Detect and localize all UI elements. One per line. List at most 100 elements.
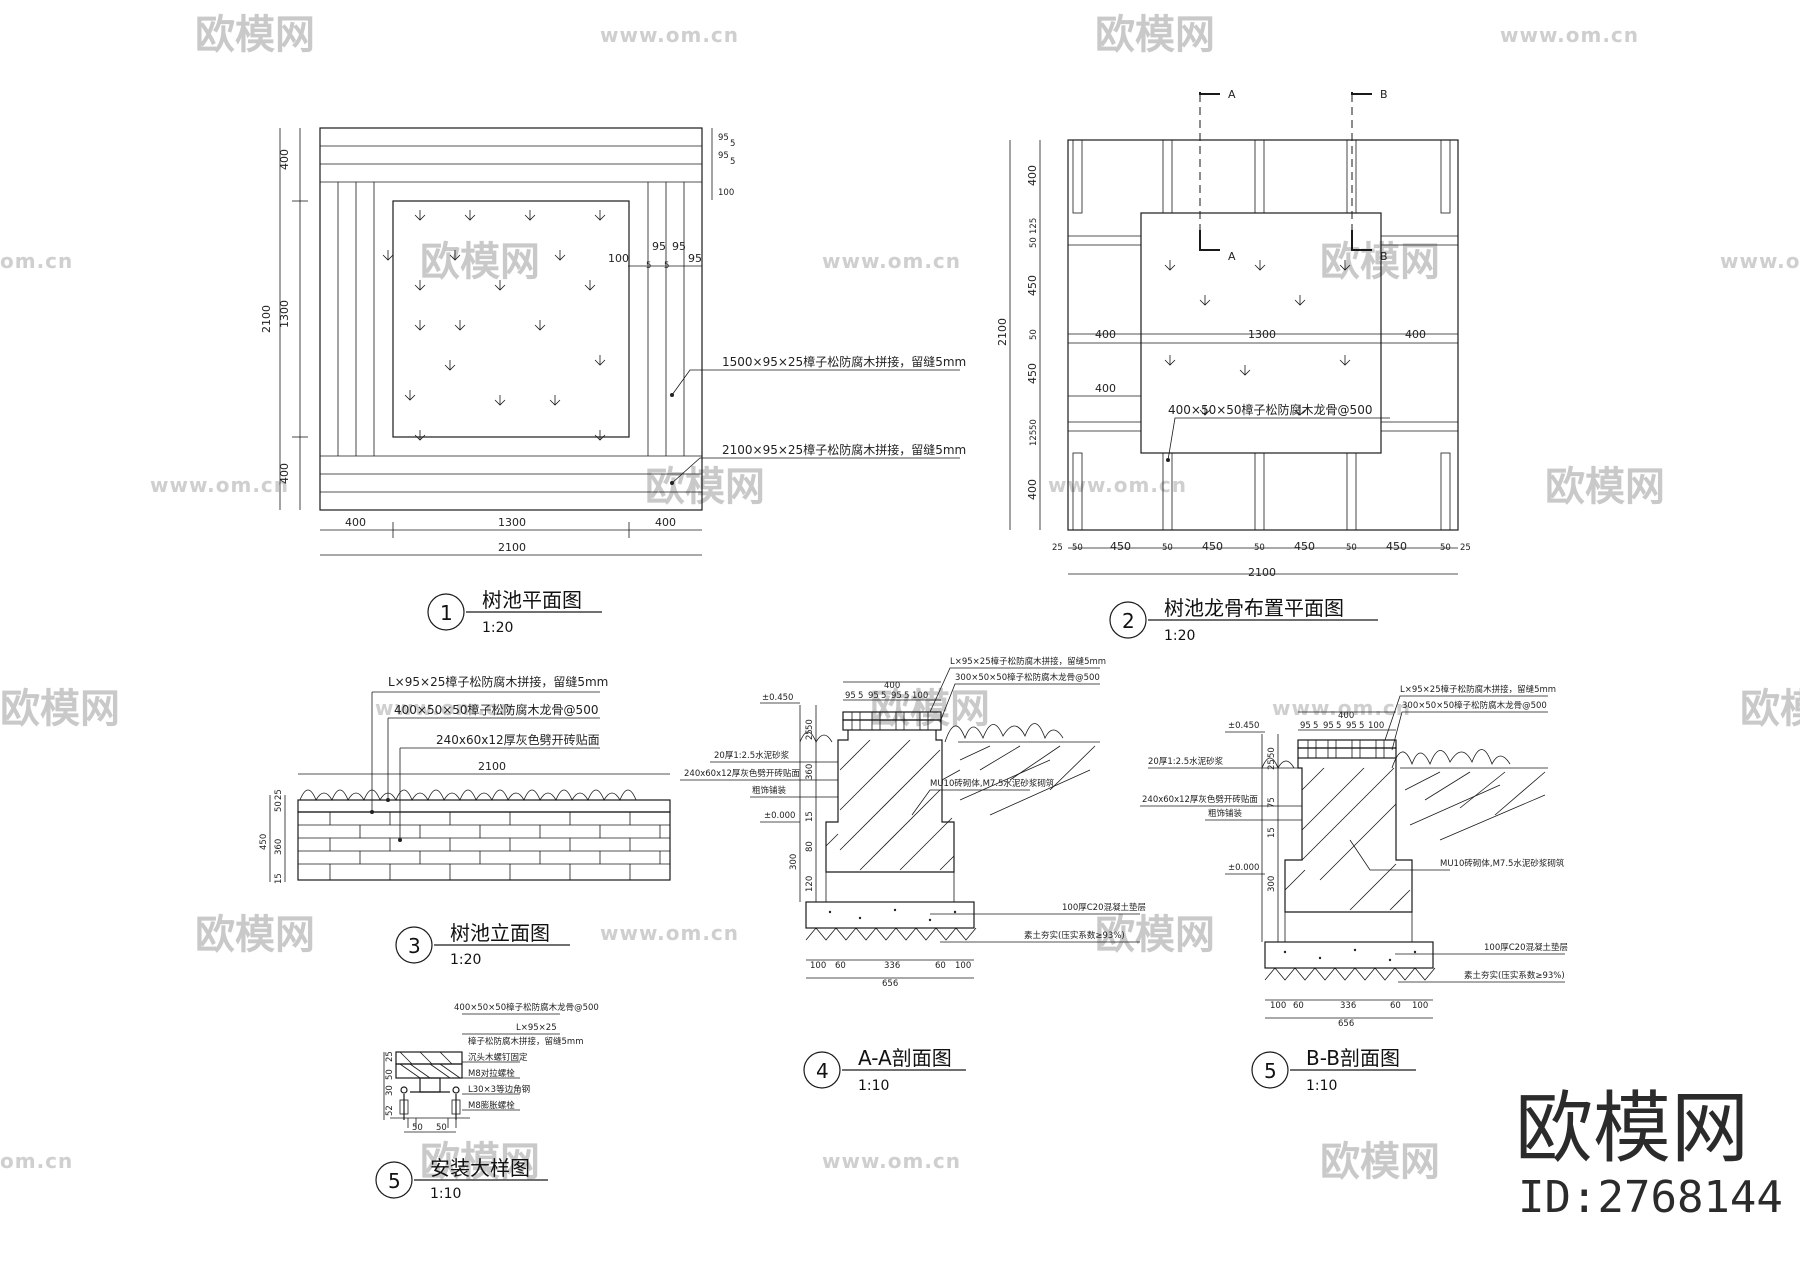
plan-1-dim-bottom: 400 <box>345 516 366 529</box>
plan-2-dim-bottom: 450 <box>1294 540 1315 553</box>
detail-dim-left: 50 <box>385 1069 395 1080</box>
section-5-dim-total: 656 <box>1338 1019 1354 1029</box>
watermark-url: www.om.cn <box>600 23 739 47</box>
section-5-dim-bottom: 100 <box>1270 1001 1286 1011</box>
plan-1-dim-bottom: 400 <box>655 516 676 529</box>
section-4-dim-top: 95 <box>845 691 856 701</box>
title-5-name: B-B剖面图 <box>1306 1046 1400 1070</box>
detail-installation: 400×50×50樟子松防腐木龙骨@500 L×95×25 樟子松防腐木拼接，留… <box>383 1002 599 1133</box>
plan-1-dim-right: 95 <box>718 151 729 161</box>
plan-2-dim-bottom: 50 <box>1346 543 1357 553</box>
section-a-marker: A <box>1228 250 1236 263</box>
section-5-dim-left: 75 <box>1267 797 1277 808</box>
section-5-dim-top: 5 <box>1336 721 1341 731</box>
plan-2-dim-left: 400 <box>1026 479 1039 500</box>
section-5-dim-bottom: 60 <box>1390 1001 1401 1011</box>
section-4-dim-left: 25 <box>805 729 815 740</box>
title-block-5: 5 B-B剖面图 1:10 <box>1251 1046 1416 1094</box>
title-6-name: 安装大样图 <box>430 1156 530 1180</box>
section-5-level: ±0.450 <box>1228 721 1259 731</box>
plan-1-dim-left-total: 2100 <box>260 305 273 333</box>
brand-id: ID:2768144 <box>1518 1172 1783 1223</box>
plan-2-dim-left-total: 2100 <box>996 318 1009 346</box>
watermark-layer: 欧模网 www.om.cn 欧模网 www.om.cn om.cn 欧模网 ww… <box>0 12 1800 1185</box>
section-4-note-left: 20厚1:2.5水泥砂浆 <box>714 750 790 761</box>
section-5-dim-bottom: 60 <box>1293 1001 1304 1011</box>
detail-dim-left: 52 <box>385 1105 395 1116</box>
detail-note: M8对拉螺栓 <box>468 1068 515 1079</box>
section-5-dim-left: 15 <box>1267 827 1277 838</box>
title-6-scale: 1:10 <box>430 1186 461 1202</box>
section-5-note: L×95×25樟子松防腐木拼接，留缝5mm <box>1400 684 1556 695</box>
detail-dim-left: 25 <box>385 1051 395 1062</box>
plan-2-dim-bottom: 25 <box>1052 543 1063 553</box>
plan-2-dim-left: 450 <box>1026 275 1039 296</box>
plan-1-dim-inner: 95 <box>688 252 702 265</box>
elevation-3-dim-left: 15 <box>274 873 284 884</box>
section-4-dim-left: 120 <box>805 876 815 892</box>
title-2-scale: 1:20 <box>1164 628 1195 644</box>
title-4-name: A-A剖面图 <box>858 1046 952 1070</box>
title-2-name: 树池龙骨布置平面图 <box>1164 596 1344 620</box>
elevation-3-dim-left: 450 <box>259 834 269 850</box>
section-5-dim-left: 50 <box>1267 747 1277 758</box>
plan-1-dim-total: 2100 <box>498 541 526 554</box>
title-3-number: 3 <box>408 934 421 958</box>
title-1-number: 1 <box>440 601 453 625</box>
plan-2-dim-left: 50 <box>1029 419 1039 430</box>
elevation-3: 2100 L×95×25樟子松防腐木拼接，留缝5mm 400×50×50樟子松防… <box>259 674 671 884</box>
plan-2-note-joist: 400×50×50樟子松防腐木龙骨@500 <box>1168 402 1372 417</box>
watermark-url: www.om.cn <box>822 249 961 273</box>
section-a-marker: A <box>1228 88 1236 101</box>
plan-1-dim-right: 95 <box>718 133 729 143</box>
detail-note: 沉头木螺钉固定 <box>468 1052 528 1063</box>
watermark-url: www.om.cn <box>822 1149 961 1173</box>
plan-2-dim-left: 50 <box>1029 237 1039 248</box>
watermark-brand: 欧模网 <box>0 686 120 732</box>
section-5-dim-top: 5 <box>1313 721 1318 731</box>
detail-note: 樟子松防腐木拼接，留缝5mm <box>468 1036 583 1047</box>
section-5-dim-top: 95 <box>1323 721 1334 731</box>
section-4-dim-left: 360 <box>805 764 815 780</box>
title-4-scale: 1:10 <box>858 1078 889 1094</box>
plan-2-dim-left: 125 <box>1029 430 1039 446</box>
section-5-note: 300×50×50樟子松防腐木龙骨@500 <box>1402 700 1547 711</box>
elevation-3-dim-left: 25 <box>274 789 284 800</box>
detail-note: L×95×25 <box>516 1023 557 1033</box>
detail-note: L30×3等边角钢 <box>468 1084 530 1095</box>
plan-2-dim-bottom: 450 <box>1386 540 1407 553</box>
section-4-note: 100厚C20混凝土垫层 <box>1062 902 1146 913</box>
title-3-name: 树池立面图 <box>450 921 550 945</box>
plan-2-inner-label: 1300 <box>1248 328 1276 341</box>
section-4-dim-top: 100 <box>912 691 928 701</box>
section-4-note: L×95×25樟子松防腐木拼接，留缝5mm <box>950 656 1106 667</box>
detail-dim-bottom: 50 <box>412 1123 423 1133</box>
watermark-brand: 欧模网 <box>1545 464 1665 510</box>
title-5-scale: 1:10 <box>1306 1078 1337 1094</box>
brand-name: 欧模网 <box>1515 1084 1749 1174</box>
watermark-brand: 欧模网 <box>195 12 315 58</box>
plan-1-dim-left: 400 <box>278 463 291 484</box>
brand-stamp: 欧模网 ID:2768144 <box>1515 1084 1783 1223</box>
title-4-number: 4 <box>816 1059 829 1083</box>
watermark-url: om.cn <box>0 1149 73 1173</box>
section-5-dim-top: 100 <box>1368 721 1384 731</box>
section-4-dim-bottom: 60 <box>835 961 846 971</box>
plan-2-dim-left: 400 <box>1026 165 1039 186</box>
plan-2-grass-symbols <box>1164 260 1351 416</box>
plan-1-dim-right: 5 <box>730 139 735 149</box>
elevation-3-dim-left: 360 <box>274 839 284 855</box>
elevation-3-dim-left: 50 <box>274 801 284 812</box>
detail-note: 400×50×50樟子松防腐木龙骨@500 <box>454 1002 599 1013</box>
section-5-dim-bottom: 100 <box>1412 1001 1428 1011</box>
plan-2-dim-left: 450 <box>1026 363 1039 384</box>
section-5-dim-left: 300 <box>1267 876 1277 892</box>
plan-2-dim-bottom: 25 <box>1460 543 1471 553</box>
section-4-dim-top: 5 <box>904 691 909 701</box>
plan-1-dim-left: 400 <box>278 149 291 170</box>
section-4-level: ±0.450 <box>762 693 793 703</box>
section-4-dim-top: 5 <box>858 691 863 701</box>
title-3-scale: 1:20 <box>450 952 481 968</box>
section-4-dim-top: 95 <box>868 691 879 701</box>
